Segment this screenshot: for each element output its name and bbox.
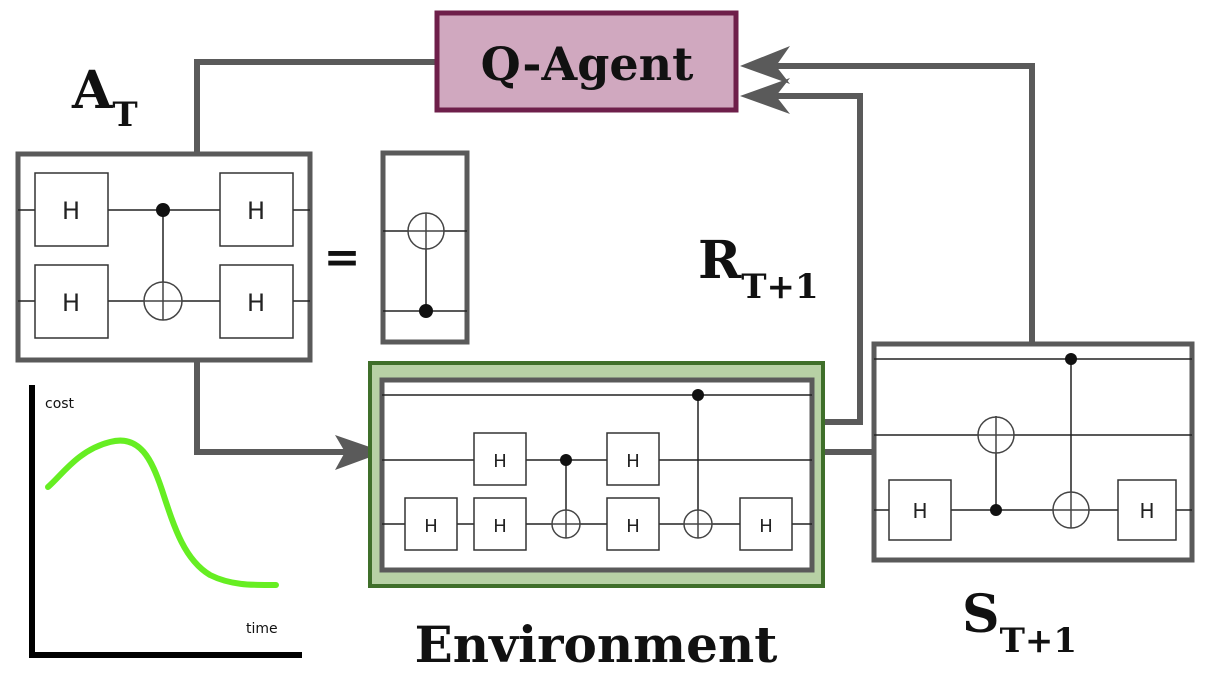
environment-label: Environment xyxy=(415,615,778,674)
reward-to-agent-line xyxy=(775,93,863,425)
svg-text:H: H xyxy=(247,289,265,317)
hadamard-gate: H xyxy=(34,264,109,339)
cnot-target-icon xyxy=(143,281,183,321)
hadamard-gate: H xyxy=(1117,479,1177,541)
svg-text:H: H xyxy=(493,516,507,537)
svg-text:H: H xyxy=(247,197,265,225)
hadamard-gate: H xyxy=(34,172,109,247)
cost-plot-ylabel: cost xyxy=(45,396,75,412)
svg-text:H: H xyxy=(62,289,80,317)
svg-text:H: H xyxy=(626,451,640,472)
state-label: ST+1 xyxy=(962,584,1077,661)
equivalent-circuit xyxy=(380,150,470,345)
hadamard-gate: H xyxy=(888,479,952,541)
state-circuit: H H xyxy=(871,341,1195,563)
cnot-target-icon xyxy=(551,509,581,539)
action-to-environment-line xyxy=(194,360,350,455)
hadamard-gate: H xyxy=(219,172,294,247)
arrowhead-agent-state xyxy=(740,46,790,84)
arrowhead-agent-reward xyxy=(740,78,790,114)
cost-plot-xlabel: time xyxy=(246,621,278,637)
cnot-target-icon xyxy=(1052,491,1090,529)
action-label: AT xyxy=(71,60,138,135)
cost-curve xyxy=(45,437,279,589)
q-agent-label: Q-Agent xyxy=(481,37,694,91)
q-agent-box: Q-Agent xyxy=(434,10,739,113)
hadamard-gate: H xyxy=(219,264,294,339)
reward-label: RT+1 xyxy=(698,230,819,307)
cnot-target-icon xyxy=(977,416,1015,454)
state-to-agent-line xyxy=(775,63,1035,344)
hadamard-gate: H xyxy=(739,497,793,551)
svg-text:H: H xyxy=(1139,499,1154,523)
svg-text:H: H xyxy=(62,197,80,225)
equals-sign: = xyxy=(324,232,361,283)
svg-text:H: H xyxy=(493,451,507,472)
svg-text:H: H xyxy=(424,516,438,537)
hadamard-gate: H xyxy=(473,432,527,486)
hadamard-gate: H xyxy=(404,497,458,551)
svg-text:H: H xyxy=(912,499,927,523)
action-circuit: H H H H xyxy=(15,151,313,363)
svg-text:H: H xyxy=(759,516,773,537)
hadamard-gate: H xyxy=(473,497,527,551)
cnot-target-icon xyxy=(407,212,445,250)
hadamard-gate: H xyxy=(606,497,660,551)
agent-to-action-line xyxy=(194,59,440,154)
cnot-target-icon xyxy=(683,509,713,539)
hadamard-gate: H xyxy=(606,432,660,486)
svg-text:H: H xyxy=(626,516,640,537)
environment-box: H H H H H H xyxy=(368,361,825,588)
connectors xyxy=(194,59,1035,455)
cost-plot: cost time xyxy=(29,385,302,658)
arrowhead-environment xyxy=(335,435,384,470)
